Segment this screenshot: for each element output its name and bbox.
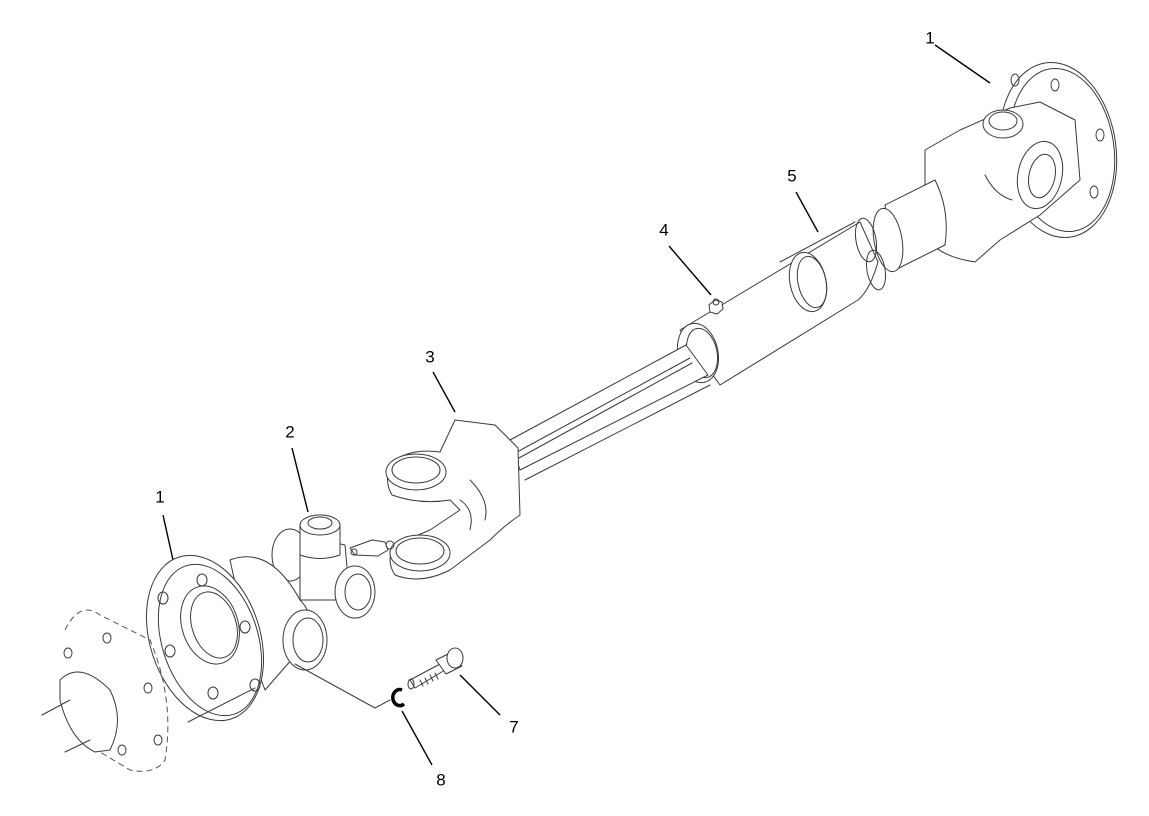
callout-5-tube: 5 — [787, 166, 797, 186]
callout-8-lock-washer: 8 — [436, 770, 446, 790]
universal-joint-cross — [271, 514, 395, 619]
main-tube — [676, 217, 887, 386]
leader-lines — [162, 44, 991, 766]
callout-7-bolt: 7 — [509, 717, 519, 737]
slip-yoke — [385, 419, 521, 580]
rear-flange-yoke — [924, 61, 1118, 263]
callout-1-rear-flange-yoke: 1 — [925, 28, 935, 48]
lock-washer — [391, 687, 406, 708]
mating-flange-phantom — [41, 609, 169, 772]
rear-tube-stub — [872, 179, 947, 273]
callout-4-grease-fitting: 4 — [659, 220, 669, 240]
splined-shaft — [509, 344, 711, 481]
front-flange-yoke — [145, 554, 391, 723]
callout-3-slip-yoke: 3 — [425, 347, 435, 367]
callout-1-front-flange-yoke: 1 — [155, 487, 165, 507]
bolt — [407, 647, 464, 690]
callout-2-universal-joint: 2 — [285, 422, 295, 442]
